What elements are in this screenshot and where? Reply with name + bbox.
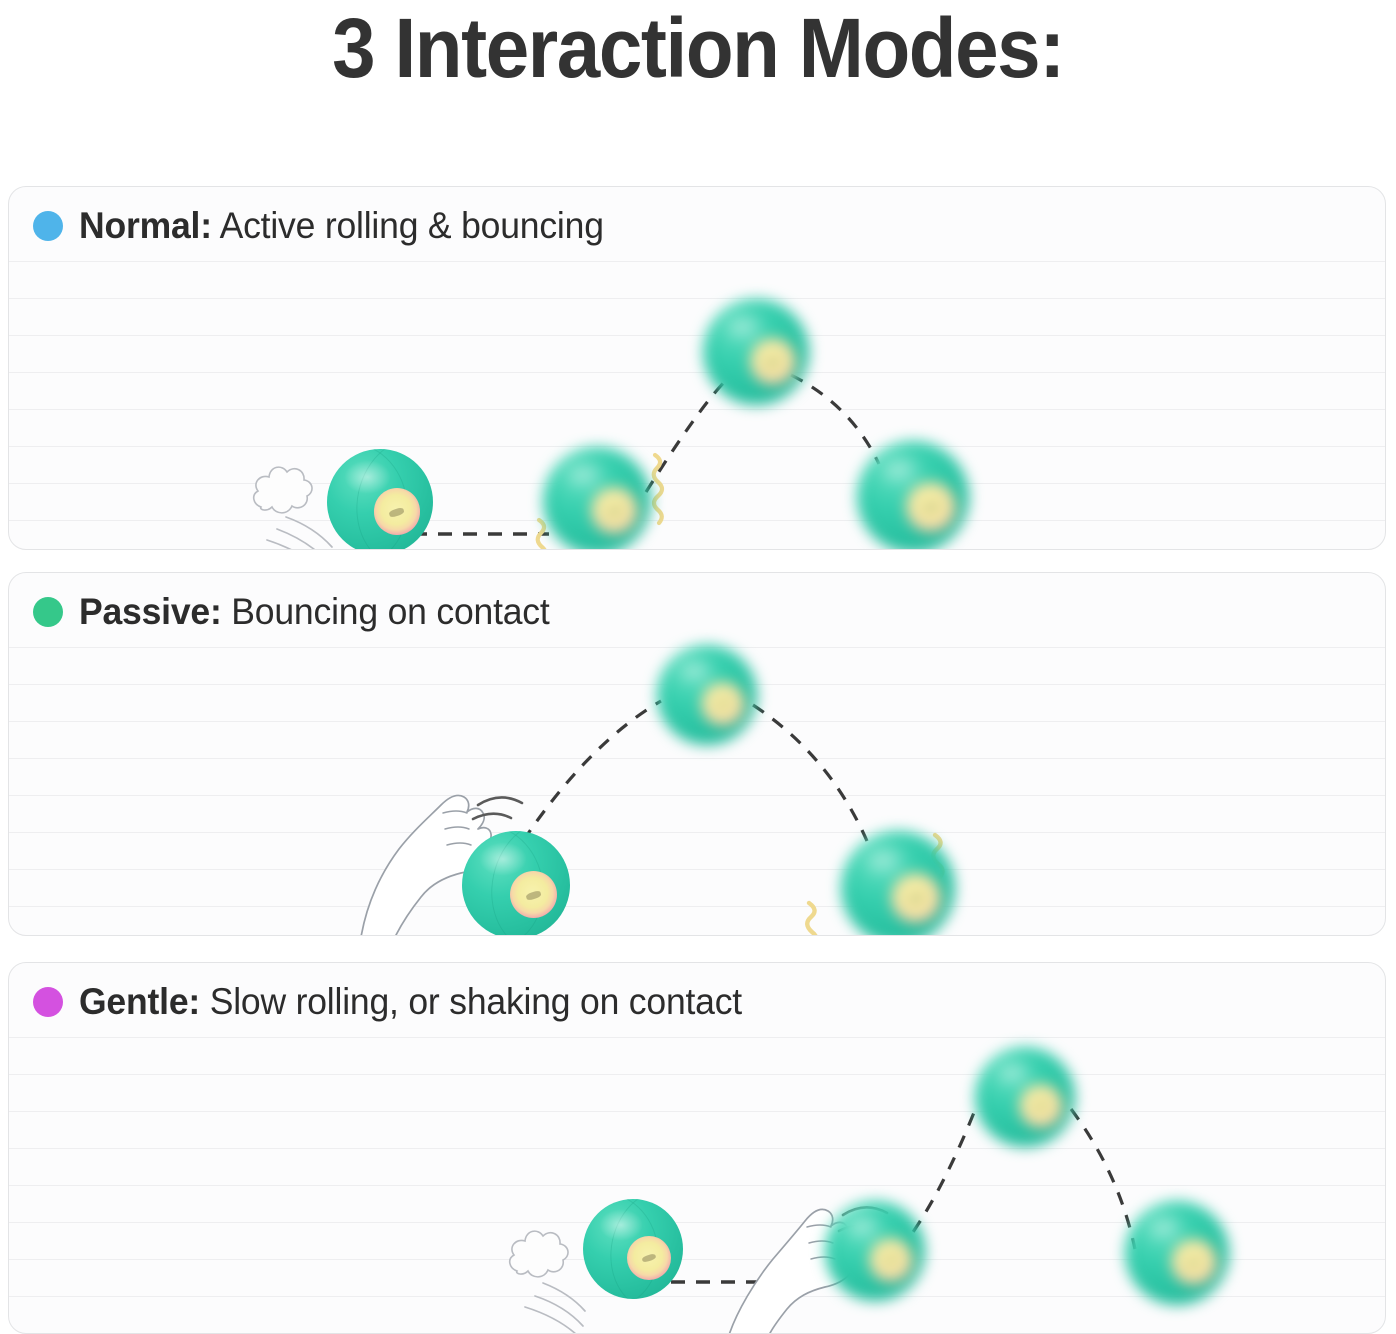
- ball-face: [906, 482, 956, 532]
- ball-at-rest-passive: [462, 831, 570, 935]
- ball-apex-normal: [703, 299, 809, 405]
- ball-pupil: [1185, 1257, 1202, 1269]
- ball-pupil: [883, 1255, 899, 1266]
- scene-normal: [9, 187, 1385, 549]
- mode-label-normal: Normal: Active rolling & bouncing: [79, 207, 604, 244]
- mode-name-passive: Passive:: [79, 591, 222, 632]
- page-title: 3 Interaction Modes:: [332, 1, 1065, 95]
- ball-apex-passive: [657, 645, 757, 745]
- bounce-arc-gentle-up: [897, 1104, 979, 1252]
- mode-desc-normal: Active rolling & bouncing: [211, 205, 604, 246]
- mode-card-normal: Normal: Active rolling & bouncing: [8, 186, 1386, 550]
- ball-face: [627, 1236, 671, 1280]
- ball-pupil: [715, 699, 731, 710]
- mode-dot-gentle: [33, 986, 63, 1017]
- ball-pupil: [907, 892, 925, 905]
- speed-lines-icon: [524, 1282, 586, 1333]
- ball-pupil: [388, 506, 406, 518]
- ball-gloss: [859, 842, 910, 879]
- ball-face: [891, 873, 942, 924]
- bounce-arc-gentle-down: [1069, 1108, 1137, 1250]
- mode-name-normal: Normal:: [79, 205, 212, 246]
- dust-puff-icon: [252, 466, 313, 514]
- ball-pupil: [525, 889, 542, 901]
- bounce-arc-normal: [644, 370, 736, 493]
- ball-pupil: [606, 505, 623, 517]
- ball-rolling-gentle: [583, 1199, 683, 1299]
- ball-face: [1170, 1239, 1217, 1286]
- ball-face: [373, 488, 421, 535]
- paw-icon: [360, 794, 492, 935]
- mode-label-gentle: Gentle: Slow rolling, or shaking on cont…: [79, 983, 742, 1020]
- ball-pupil: [1033, 1101, 1049, 1112]
- ball-gloss: [560, 457, 608, 493]
- bounce-arc-passive-up: [521, 699, 662, 842]
- scene-lines-normal: [252, 370, 881, 549]
- ball-face: [869, 1238, 913, 1282]
- mode-dot-passive: [33, 596, 63, 627]
- ball-face: [590, 486, 639, 535]
- ball-gloss: [673, 655, 717, 687]
- mode-header-gentle: Gentle: Slow rolling, or shaking on cont…: [33, 983, 770, 1020]
- mode-desc-passive: Bouncing on contact: [221, 591, 550, 632]
- ball-gloss: [991, 1057, 1035, 1089]
- ball-pupil: [922, 501, 940, 514]
- ball-face: [701, 682, 745, 726]
- ball-pupil: [641, 1253, 657, 1264]
- ball-rolling-normal: [327, 449, 433, 549]
- ball-face: [749, 338, 797, 385]
- mode-header-normal: Normal: Active rolling & bouncing: [33, 207, 626, 244]
- ball-face: [1019, 1084, 1063, 1128]
- ball-gloss: [599, 1209, 643, 1241]
- ball-landing-normal: [857, 441, 969, 549]
- bounce-arc-passive-down: [752, 703, 869, 842]
- scene-passive: [9, 573, 1385, 935]
- speed-lines-icon: [266, 516, 333, 549]
- ball-pupil: [764, 356, 782, 368]
- mode-desc-gentle: Slow rolling, or shaking on contact: [200, 981, 742, 1022]
- ball-gloss: [719, 309, 767, 344]
- ball-gloss: [343, 459, 391, 494]
- vibration-squiggle-icon-a: [651, 452, 665, 526]
- ball-gloss: [1141, 1211, 1188, 1245]
- ball-face: [509, 870, 558, 919]
- mode-name-gentle: Gentle:: [79, 981, 201, 1022]
- ball-at-rest-gentle: [825, 1201, 925, 1301]
- ball-gloss: [479, 841, 527, 877]
- paw-motion-arcs-icon: [471, 796, 524, 821]
- ball-gloss: [841, 1211, 885, 1243]
- mode-card-gentle: Gentle: Slow rolling, or shaking on cont…: [8, 962, 1386, 1334]
- ball-launch-normal: [543, 447, 651, 549]
- ball-landing-passive: [841, 831, 955, 935]
- vibration-squiggle-icon-d: [805, 900, 818, 935]
- mode-dot-normal: [33, 210, 63, 241]
- ball-landing-gentle: [1125, 1201, 1229, 1305]
- scene-gentle: [9, 963, 1385, 1333]
- dust-puff-icon: [508, 1230, 569, 1278]
- ball-gloss: [874, 452, 925, 489]
- ball-apex-gentle: [975, 1047, 1075, 1147]
- mode-header-passive: Passive: Bouncing on contact: [33, 593, 569, 630]
- mode-card-passive: Passive: Bouncing on contact: [8, 572, 1386, 936]
- mode-label-passive: Passive: Bouncing on contact: [79, 593, 550, 630]
